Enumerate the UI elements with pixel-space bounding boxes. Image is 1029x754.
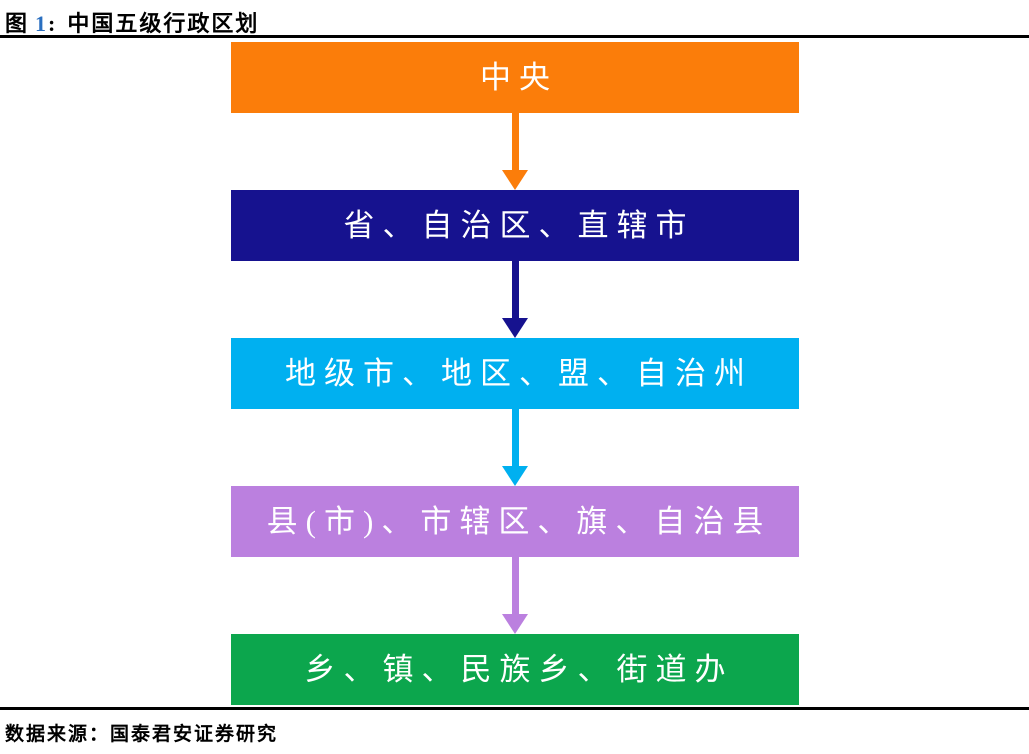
down-arrow-icon <box>231 113 799 190</box>
figure-number: 1 <box>35 11 47 36</box>
level-box-province: 省、自治区、直辖市 <box>231 190 799 261</box>
level-label-province: 省、自治区、直辖市 <box>343 208 695 243</box>
level-box-county: 县(市)、市辖区、旗、自治县 <box>231 486 799 557</box>
arrow-head-icon <box>502 318 528 338</box>
admin-hierarchy-flowchart: 中央 省、自治区、直辖市 地级市、地区、盟、自治州 县(市)、市辖区、旗、自治县 <box>231 42 799 705</box>
down-arrow-icon <box>231 409 799 486</box>
level-box-township: 乡、镇、民族乡、街道办 <box>231 634 799 705</box>
arrow-stem <box>511 409 519 466</box>
level-label-county: 县(市)、市辖区、旗、自治县 <box>266 504 772 539</box>
down-arrow-icon <box>231 557 799 634</box>
arrow-head-icon <box>502 170 528 190</box>
arrow-head-icon <box>502 614 528 634</box>
arrow-stem <box>511 557 519 614</box>
level-box-central: 中央 <box>231 42 799 113</box>
down-arrow-icon <box>231 261 799 338</box>
arrow-stem <box>511 113 519 170</box>
data-source-note: 数据来源：国泰君安证券研究 <box>5 724 279 745</box>
header-rule <box>0 35 1029 38</box>
figure-title-text: 中国五级行政区划 <box>67 11 260 36</box>
arrow-head-icon <box>502 466 528 486</box>
arrow-stem <box>511 261 519 318</box>
level-label-prefecture: 地级市、地区、盟、自治州 <box>285 356 753 391</box>
level-box-prefecture: 地级市、地区、盟、自治州 <box>231 338 799 409</box>
footer-rule <box>0 707 1029 710</box>
level-label-township: 乡、镇、民族乡、街道办 <box>304 652 734 687</box>
figure-number-colon: : <box>48 11 56 36</box>
figure-label: 图 <box>5 11 30 36</box>
level-label-central: 中央 <box>480 60 558 95</box>
